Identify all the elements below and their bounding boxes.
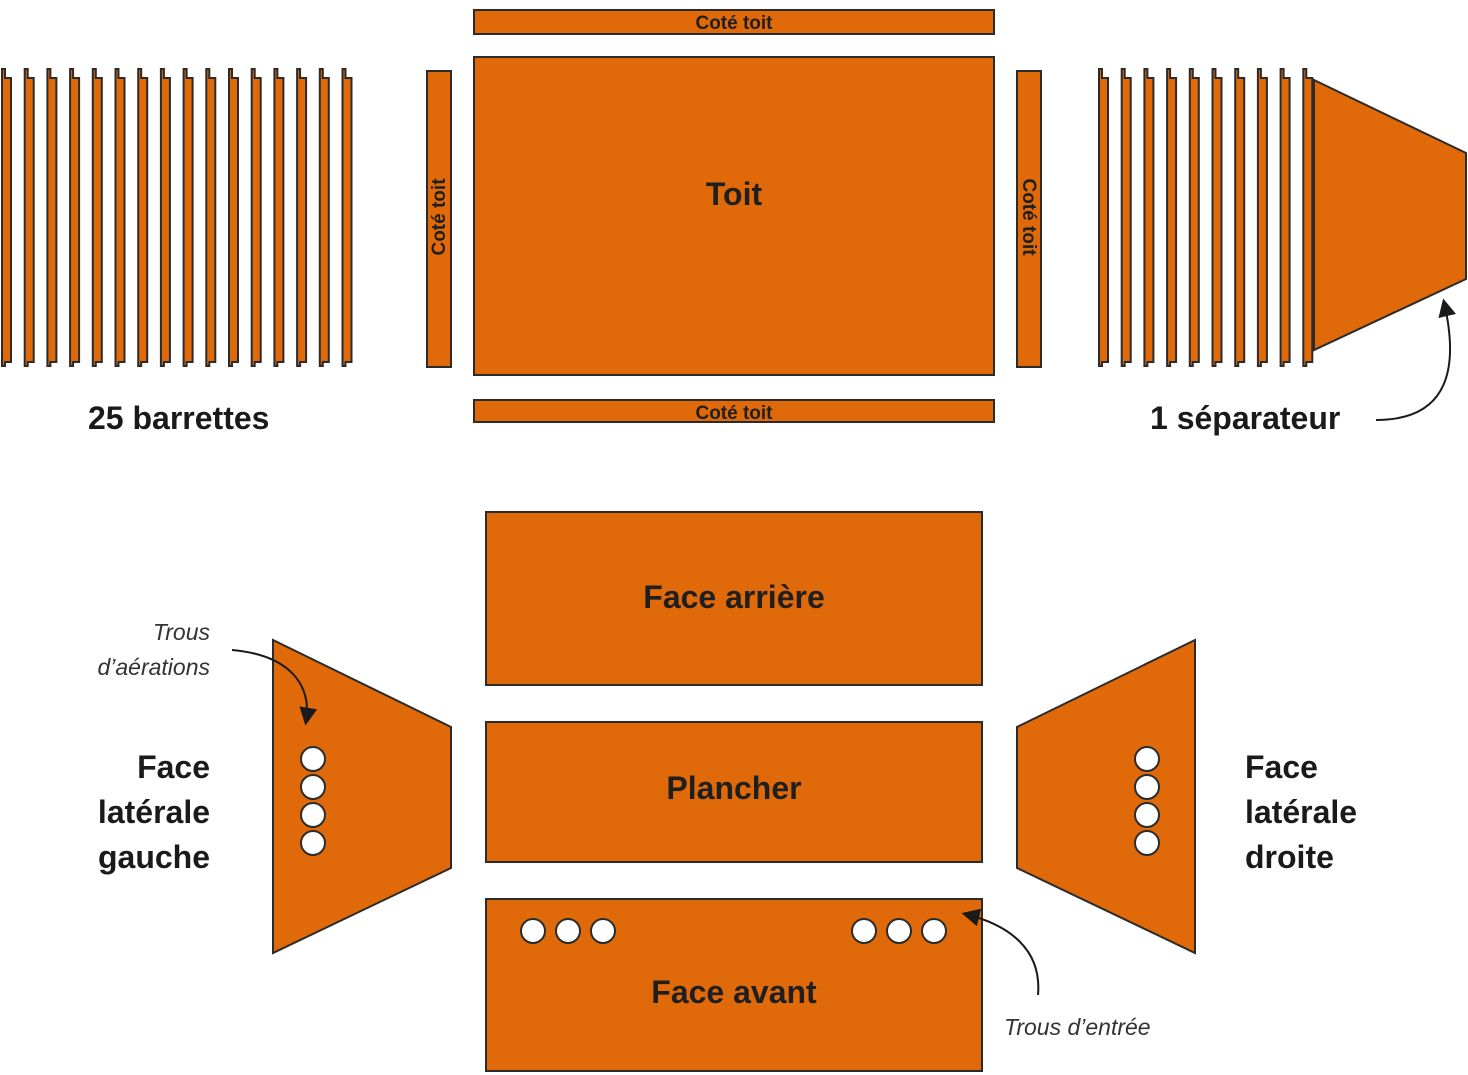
entry-note: Trous d’entrée — [1004, 1014, 1151, 1040]
slat — [46, 68, 58, 367]
entry-arrow — [961, 908, 1040, 996]
roof-label: Toit — [706, 176, 763, 212]
slat — [69, 68, 81, 367]
slat — [1120, 68, 1132, 367]
slat — [1188, 68, 1200, 367]
vent-hole — [300, 830, 326, 856]
slat — [205, 68, 217, 367]
slat — [228, 68, 239, 367]
vent-hole — [300, 746, 326, 772]
entry-hole — [520, 918, 546, 944]
slat — [91, 68, 103, 367]
slat — [341, 68, 353, 367]
entry-hole — [921, 918, 947, 944]
front-face-label: Face avant — [651, 974, 817, 1010]
entry-hole — [851, 918, 877, 944]
slats-caption: 25 barrettes — [88, 400, 269, 436]
roof-side-left-panel — [426, 70, 452, 368]
vent-hole — [300, 774, 326, 800]
vent-hole — [300, 802, 326, 828]
right-side-caption-line2: latérale — [1245, 794, 1357, 830]
slat — [1234, 68, 1246, 367]
slat — [23, 68, 35, 367]
vent-hole — [1134, 830, 1160, 856]
slat — [1166, 68, 1178, 367]
roof-panel — [473, 56, 995, 376]
roof-side-top-panel — [473, 9, 995, 35]
entry-hole — [886, 918, 912, 944]
roof-side-bottom-label: Coté toit — [695, 403, 773, 424]
roof-side-top-label: Coté toit — [695, 13, 773, 34]
slat — [1211, 68, 1223, 367]
left-side-face-panel — [272, 638, 452, 955]
slats-right-group — [1098, 68, 1314, 367]
roof-side-right-label: Coté toit — [1018, 178, 1039, 256]
slat — [182, 68, 194, 367]
back-face-label: Face arrière — [643, 579, 824, 615]
slat — [1098, 68, 1109, 367]
right-side-caption-line1: Face — [1245, 749, 1318, 785]
slat — [250, 68, 262, 367]
left-side-caption-line1: Face — [137, 749, 210, 785]
back-face-panel — [485, 511, 983, 686]
slat — [273, 68, 285, 367]
floor-panel — [485, 721, 983, 863]
vent-hole — [1134, 802, 1160, 828]
slat — [1, 68, 12, 367]
floor-label: Plancher — [666, 770, 801, 806]
right-side-caption-line3: droite — [1245, 839, 1334, 875]
slat — [137, 68, 149, 367]
slat — [159, 68, 171, 367]
roof-side-right-panel — [1016, 70, 1042, 368]
slat — [318, 68, 330, 367]
slat — [296, 68, 308, 367]
roof-side-bottom-panel — [473, 399, 995, 423]
vent-hole — [1134, 746, 1160, 772]
slat — [1143, 68, 1155, 367]
entry-hole — [555, 918, 581, 944]
separator-panel — [1313, 78, 1467, 352]
slat — [1256, 68, 1268, 367]
slat — [114, 68, 126, 367]
separator-arrow — [1375, 298, 1457, 421]
vent-note-line2: d’aérations — [97, 654, 210, 680]
right-side-face-panel — [1016, 638, 1196, 955]
left-side-caption-line2: latérale — [98, 794, 210, 830]
roof-side-left-label: Coté toit — [429, 178, 450, 256]
vent-hole — [1134, 774, 1160, 800]
left-side-caption-line3: gauche — [98, 839, 210, 875]
separator-caption: 1 séparateur — [1150, 400, 1340, 436]
slats-left-group — [1, 68, 353, 367]
vent-note-line1: Trous — [153, 619, 211, 645]
vent-arrow — [231, 649, 318, 726]
entry-hole — [590, 918, 616, 944]
slat — [1279, 68, 1291, 367]
slat — [1302, 68, 1314, 367]
